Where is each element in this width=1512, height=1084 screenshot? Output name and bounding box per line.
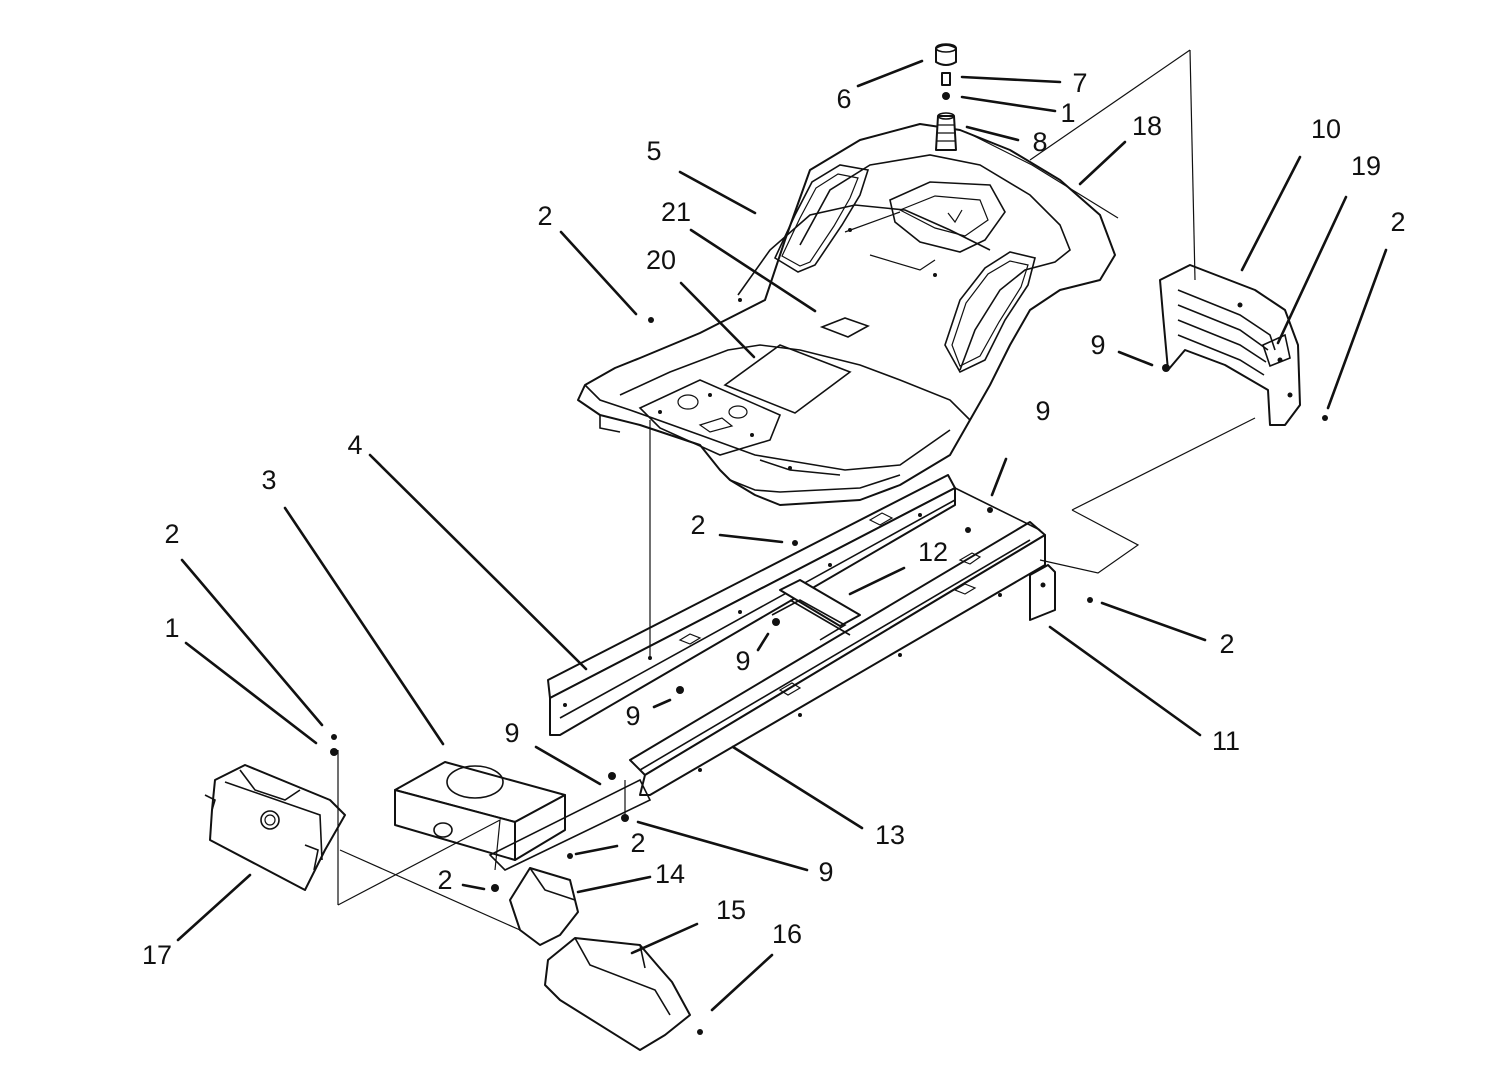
callout-9: 9 <box>735 646 750 676</box>
fasteners <box>330 317 1328 1035</box>
callout-2: 2 <box>630 828 645 858</box>
callout-12: 12 <box>918 537 948 567</box>
frame-rails <box>394 474 1056 871</box>
callout-19: 19 <box>1351 151 1381 181</box>
callout-9: 9 <box>1035 396 1050 426</box>
callout-9: 9 <box>504 718 519 748</box>
callout-14: 14 <box>655 859 685 889</box>
callout-2: 2 <box>1219 629 1234 659</box>
callout-9: 9 <box>625 701 640 731</box>
callout-2: 2 <box>1390 207 1405 237</box>
callout-1: 1 <box>1060 98 1075 128</box>
callout-2: 2 <box>537 201 552 231</box>
callout-4: 4 <box>347 430 362 460</box>
assembly-guide-lines <box>337 49 1256 931</box>
fuel-cap-assembly <box>935 43 1119 219</box>
callout-21: 21 <box>661 197 691 227</box>
callout-17: 17 <box>142 940 172 970</box>
callout-2: 2 <box>690 510 705 540</box>
leader-lines <box>176 59 1388 1012</box>
callout-6: 6 <box>836 84 851 114</box>
callout-16: 16 <box>772 919 802 949</box>
callout-8: 8 <box>1032 127 1047 157</box>
callout-5: 5 <box>646 136 661 166</box>
shield-bracket <box>509 867 579 946</box>
callout-1: 1 <box>164 613 179 643</box>
callout-20: 20 <box>646 245 676 275</box>
cover-panel <box>544 937 691 1051</box>
body-pan <box>577 123 1116 506</box>
callout-labels: 6 7 1 8 18 10 19 2 5 2 21 20 9 9 4 3 2 1… <box>142 68 1406 970</box>
callout-13: 13 <box>875 820 905 850</box>
callout-7: 7 <box>1072 68 1087 98</box>
callout-2: 2 <box>164 519 179 549</box>
callout-2: 2 <box>437 865 452 895</box>
fender-bracket <box>1159 264 1301 426</box>
callout-11: 11 <box>1212 726 1240 756</box>
callout-9: 9 <box>818 857 833 887</box>
callout-3: 3 <box>261 465 276 495</box>
callout-18: 18 <box>1132 111 1162 141</box>
callout-15: 15 <box>716 895 746 925</box>
callout-10: 10 <box>1311 114 1341 144</box>
front-shroud <box>204 764 346 891</box>
callout-9: 9 <box>1090 330 1105 360</box>
